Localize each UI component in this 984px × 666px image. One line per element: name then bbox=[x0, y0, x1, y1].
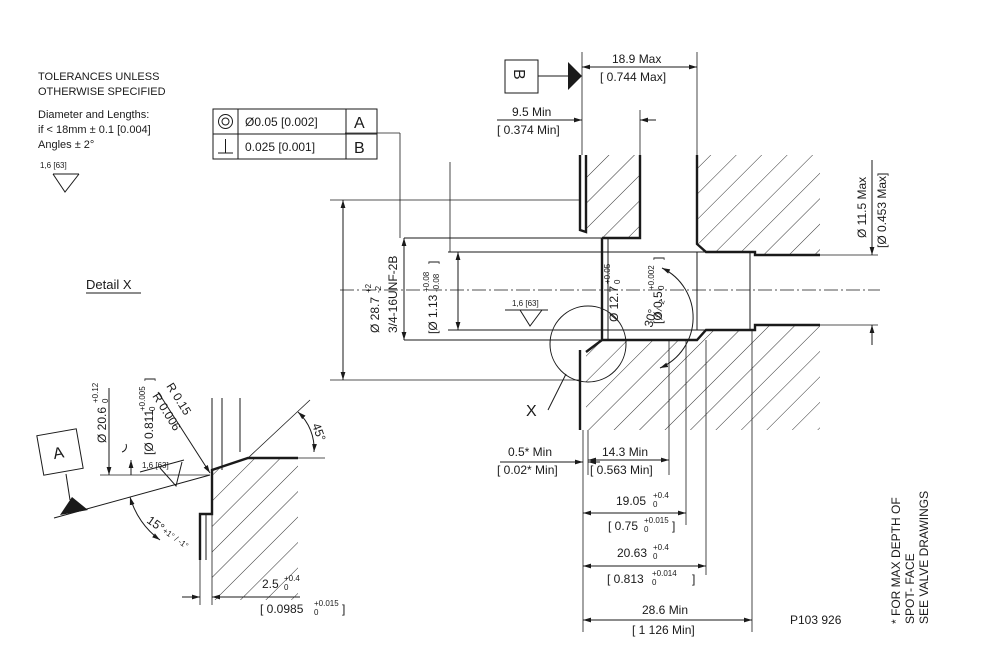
fcf-row1-datum: A bbox=[354, 115, 365, 132]
dim-20-63-tol-lo: 0 bbox=[653, 552, 658, 561]
dim-9-5-min: 9.5 Min bbox=[512, 105, 551, 119]
dim-d1-13-close: ] bbox=[426, 261, 440, 264]
dim-19-05-tol-lo: 0 bbox=[653, 500, 658, 509]
dim-0-02-min: [ 0.02* Min] bbox=[497, 463, 558, 477]
fcf-row2-value: 0.025 [0.001] bbox=[245, 140, 315, 154]
dim-19-05: 19.05 bbox=[616, 494, 646, 508]
dim-0-813: [ 0.813 bbox=[607, 572, 644, 586]
angles-note: Angles ± 2° bbox=[38, 139, 94, 151]
dim-0-5-min: 0.5* Min bbox=[508, 445, 552, 459]
dim-d28-7-tol-up: +2 bbox=[364, 283, 373, 293]
dim-d0-453: [Ø 0.453 Max] bbox=[875, 173, 889, 248]
detail-d-main-tol-up: +0.12 bbox=[91, 382, 100, 403]
dim-0-813-tol-lo: 0 bbox=[652, 578, 657, 587]
detail-d-main-tol-lo: 0 bbox=[101, 398, 110, 403]
detail-d-inch-tol-up: +0.005 bbox=[138, 386, 147, 411]
roughness-label: 1,6 [63] bbox=[40, 161, 67, 170]
diam-lengths-note: Diameter and Lengths: bbox=[38, 109, 149, 121]
dim-angle30: 30° bbox=[641, 307, 659, 328]
dim-d28-7-tol-lo: -2 bbox=[374, 285, 383, 293]
detail-roughness-icon bbox=[139, 459, 185, 488]
detail-angle15-tol: +1° / -1° bbox=[161, 526, 190, 550]
detail-len-in-close: ] bbox=[342, 602, 345, 616]
datum-a-letter: A bbox=[52, 444, 66, 463]
bore-roughness-icon bbox=[505, 309, 548, 327]
tolerances-line1: TOLERANCES UNLESS bbox=[38, 71, 159, 83]
detail-len-mm-tol-lo: 0 bbox=[284, 583, 289, 592]
detail-title: Detail X bbox=[86, 277, 132, 292]
dim-0-75-tol-up: +0.015 bbox=[644, 516, 669, 525]
dim-0-374-min: [ 0.374 Min] bbox=[497, 123, 560, 137]
bore-roughness-label: 1,6 [63] bbox=[512, 299, 539, 308]
side-note-1: * FOR MAX DEPTH OF bbox=[889, 497, 903, 624]
dim-d12-7: Ø 12.7 bbox=[607, 286, 621, 322]
detail-len-in-tol-lo: 0 bbox=[314, 608, 319, 617]
fcf-row1-value: Ø0.05 [0.002] bbox=[245, 115, 318, 129]
dim-thread: 3/4-16UNF-2B bbox=[386, 256, 400, 333]
tolerances-line2: OTHERWISE SPECIFIED bbox=[38, 86, 166, 98]
section-view bbox=[330, 155, 880, 430]
dim-1-126-min: [ 1 126 Min] bbox=[632, 623, 695, 637]
perpendicularity-icon bbox=[218, 139, 233, 154]
detail-len-in-tol-up: +0.015 bbox=[314, 599, 339, 608]
dim-d0-5-close: ] bbox=[651, 257, 665, 260]
detail-len-in: [ 0.0985 bbox=[260, 602, 304, 616]
feature-control-frame: Ø0.05 [0.002] A 0.025 [0.001] B bbox=[212, 108, 378, 160]
detail-len-mm: 2.5 bbox=[262, 577, 279, 591]
dim-d11-5: Ø 11.5 Max bbox=[855, 177, 869, 238]
dim-0-75-tol-lo: 0 bbox=[644, 525, 649, 534]
datum-b: B bbox=[504, 59, 582, 94]
fcf-row2-datum: B bbox=[354, 140, 365, 157]
detail-d-inch: [Ø 0.811 bbox=[142, 410, 156, 455]
dim-d1-13: [Ø 1.13 bbox=[426, 294, 440, 334]
dim-0-75-close: ] bbox=[672, 519, 675, 533]
dim-d12-7-tol-lo: 0 bbox=[613, 279, 622, 284]
dim-d1-13-tol-up: +0.08 bbox=[422, 271, 431, 292]
side-note-3: SEE VALVE DRAWINGS bbox=[917, 491, 931, 624]
dim-d0-5-tol-lo: 0 bbox=[657, 285, 666, 290]
detail-view: 45° A 15° +1° / -1° Ø 20.6 +0.12 0 [Ø 0.… bbox=[36, 378, 345, 617]
dim-d0-5-tol-up: +0.002 bbox=[647, 265, 656, 290]
dim-19-05-tol-up: +0.4 bbox=[653, 491, 669, 500]
dim-0-75: [ 0.75 bbox=[608, 519, 638, 533]
datum-b-triangle-icon bbox=[568, 62, 582, 90]
detail-d-inch-tol-lo: 0 bbox=[148, 406, 157, 411]
dim-d28-7: Ø 28.7 bbox=[368, 297, 382, 333]
detail-len-mm-tol-up: +0.4 bbox=[284, 574, 300, 583]
dim-14-3-min: 14.3 Min bbox=[602, 445, 648, 459]
detail-angle45: 45° bbox=[309, 421, 328, 443]
dim-20-63: 20.63 bbox=[617, 546, 647, 560]
dim-0-744-max: [ 0.744 Max] bbox=[600, 70, 666, 84]
dim-d1-13-tol-lo: -0.08 bbox=[432, 273, 441, 292]
dim-0-563-min: [ 0.563 Min] bbox=[590, 463, 653, 477]
detail-roughness-label: 1,6 [63] bbox=[142, 461, 169, 470]
tolerance-if-note: if < 18mm ± 0.1 [0.004] bbox=[38, 124, 151, 136]
detail-d-inch-close: ] bbox=[142, 378, 156, 381]
datum-b-letter: B bbox=[510, 69, 527, 80]
dim-28-6-min: 28.6 Min bbox=[642, 603, 688, 617]
roughness-symbol-icon bbox=[52, 173, 80, 193]
dim-0-813-close: ] bbox=[692, 572, 695, 586]
dim-20-63-tol-up: +0.4 bbox=[653, 543, 669, 552]
detail-callout-x: X bbox=[526, 403, 537, 420]
part-number: P103 926 bbox=[790, 613, 842, 627]
detail-d-main: Ø 20.6 bbox=[95, 407, 109, 443]
concentricity-icon bbox=[218, 114, 233, 129]
dim-d12-7-tol-up: +0.05 bbox=[603, 263, 612, 284]
dim-18-9-max: 18.9 Max bbox=[612, 52, 661, 66]
dim-0-813-tol-up: +0.014 bbox=[652, 569, 677, 578]
side-note-2: SPOT- FACE bbox=[903, 553, 917, 624]
